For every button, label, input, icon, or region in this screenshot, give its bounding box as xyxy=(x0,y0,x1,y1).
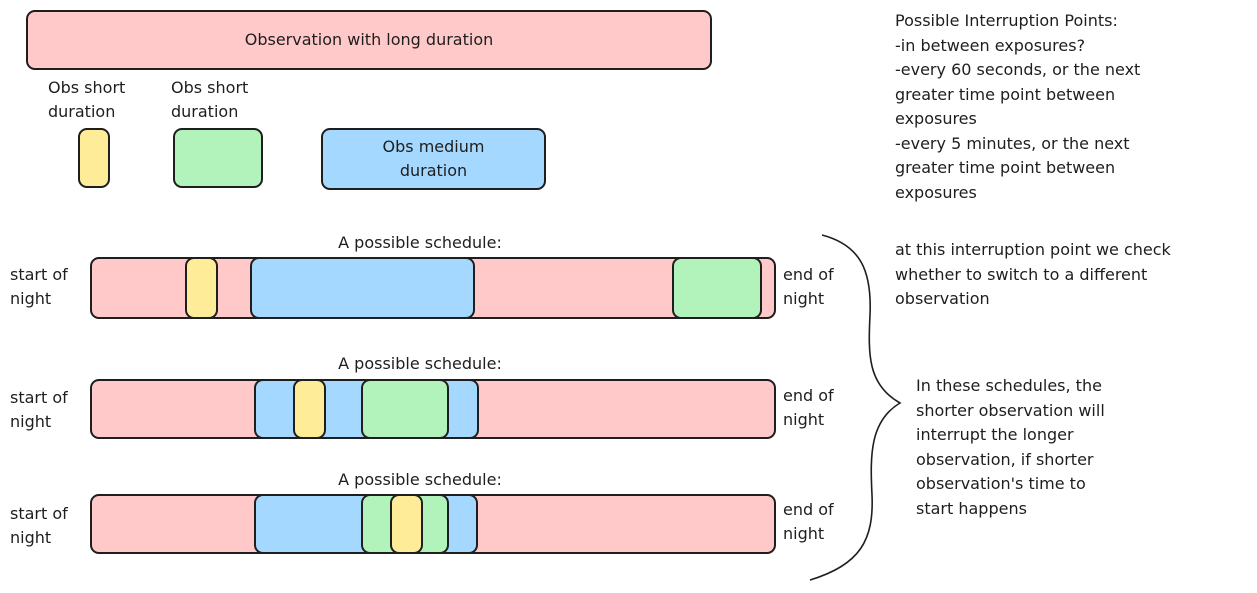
schedule-3-end-label: end of night xyxy=(783,500,834,543)
interruption-check-note: at this interruption point we check whet… xyxy=(895,240,1171,308)
long-observation-box: Observation with long duration xyxy=(26,10,712,70)
long-observation-label: Observation with long duration xyxy=(244,30,494,49)
schedule-3-short-obs-yellow xyxy=(390,494,423,554)
schedule-1-short-obs-green xyxy=(672,257,762,319)
schedule-1-end-label: end of night xyxy=(783,265,834,308)
interruption-points-note: Possible Interruption Points: -in betwee… xyxy=(895,11,1141,202)
schedule-3-start-label: start of night xyxy=(10,504,68,547)
schedule-1-start-label: start of night xyxy=(10,265,68,308)
schedule-1-medium-obs xyxy=(250,257,475,319)
schedule-3-title: A possible schedule: xyxy=(338,470,502,489)
brace-explanation-note: In these schedules, the shorter observat… xyxy=(916,376,1105,518)
schedule-1-short-obs-yellow xyxy=(185,257,218,319)
short-observation-yellow-box xyxy=(78,128,110,188)
medium-observation-label: Obs medium duration xyxy=(382,137,485,180)
schedule-2-short-obs-green xyxy=(361,379,449,439)
medium-observation-box: Obs medium duration xyxy=(321,128,546,190)
schedule-2-short-obs-yellow xyxy=(293,379,326,439)
short-obs-2-label: Obs short duration xyxy=(171,78,249,121)
curly-brace-icon xyxy=(809,234,902,581)
short-obs-1-label: Obs short duration xyxy=(48,78,126,121)
schedule-2-end-label: end of night xyxy=(783,386,834,429)
short-observation-green-box xyxy=(173,128,263,188)
schedule-2-start-label: start of night xyxy=(10,388,68,431)
schedule-1-title: A possible schedule: xyxy=(338,233,502,252)
schedule-2-title: A possible schedule: xyxy=(338,354,502,373)
